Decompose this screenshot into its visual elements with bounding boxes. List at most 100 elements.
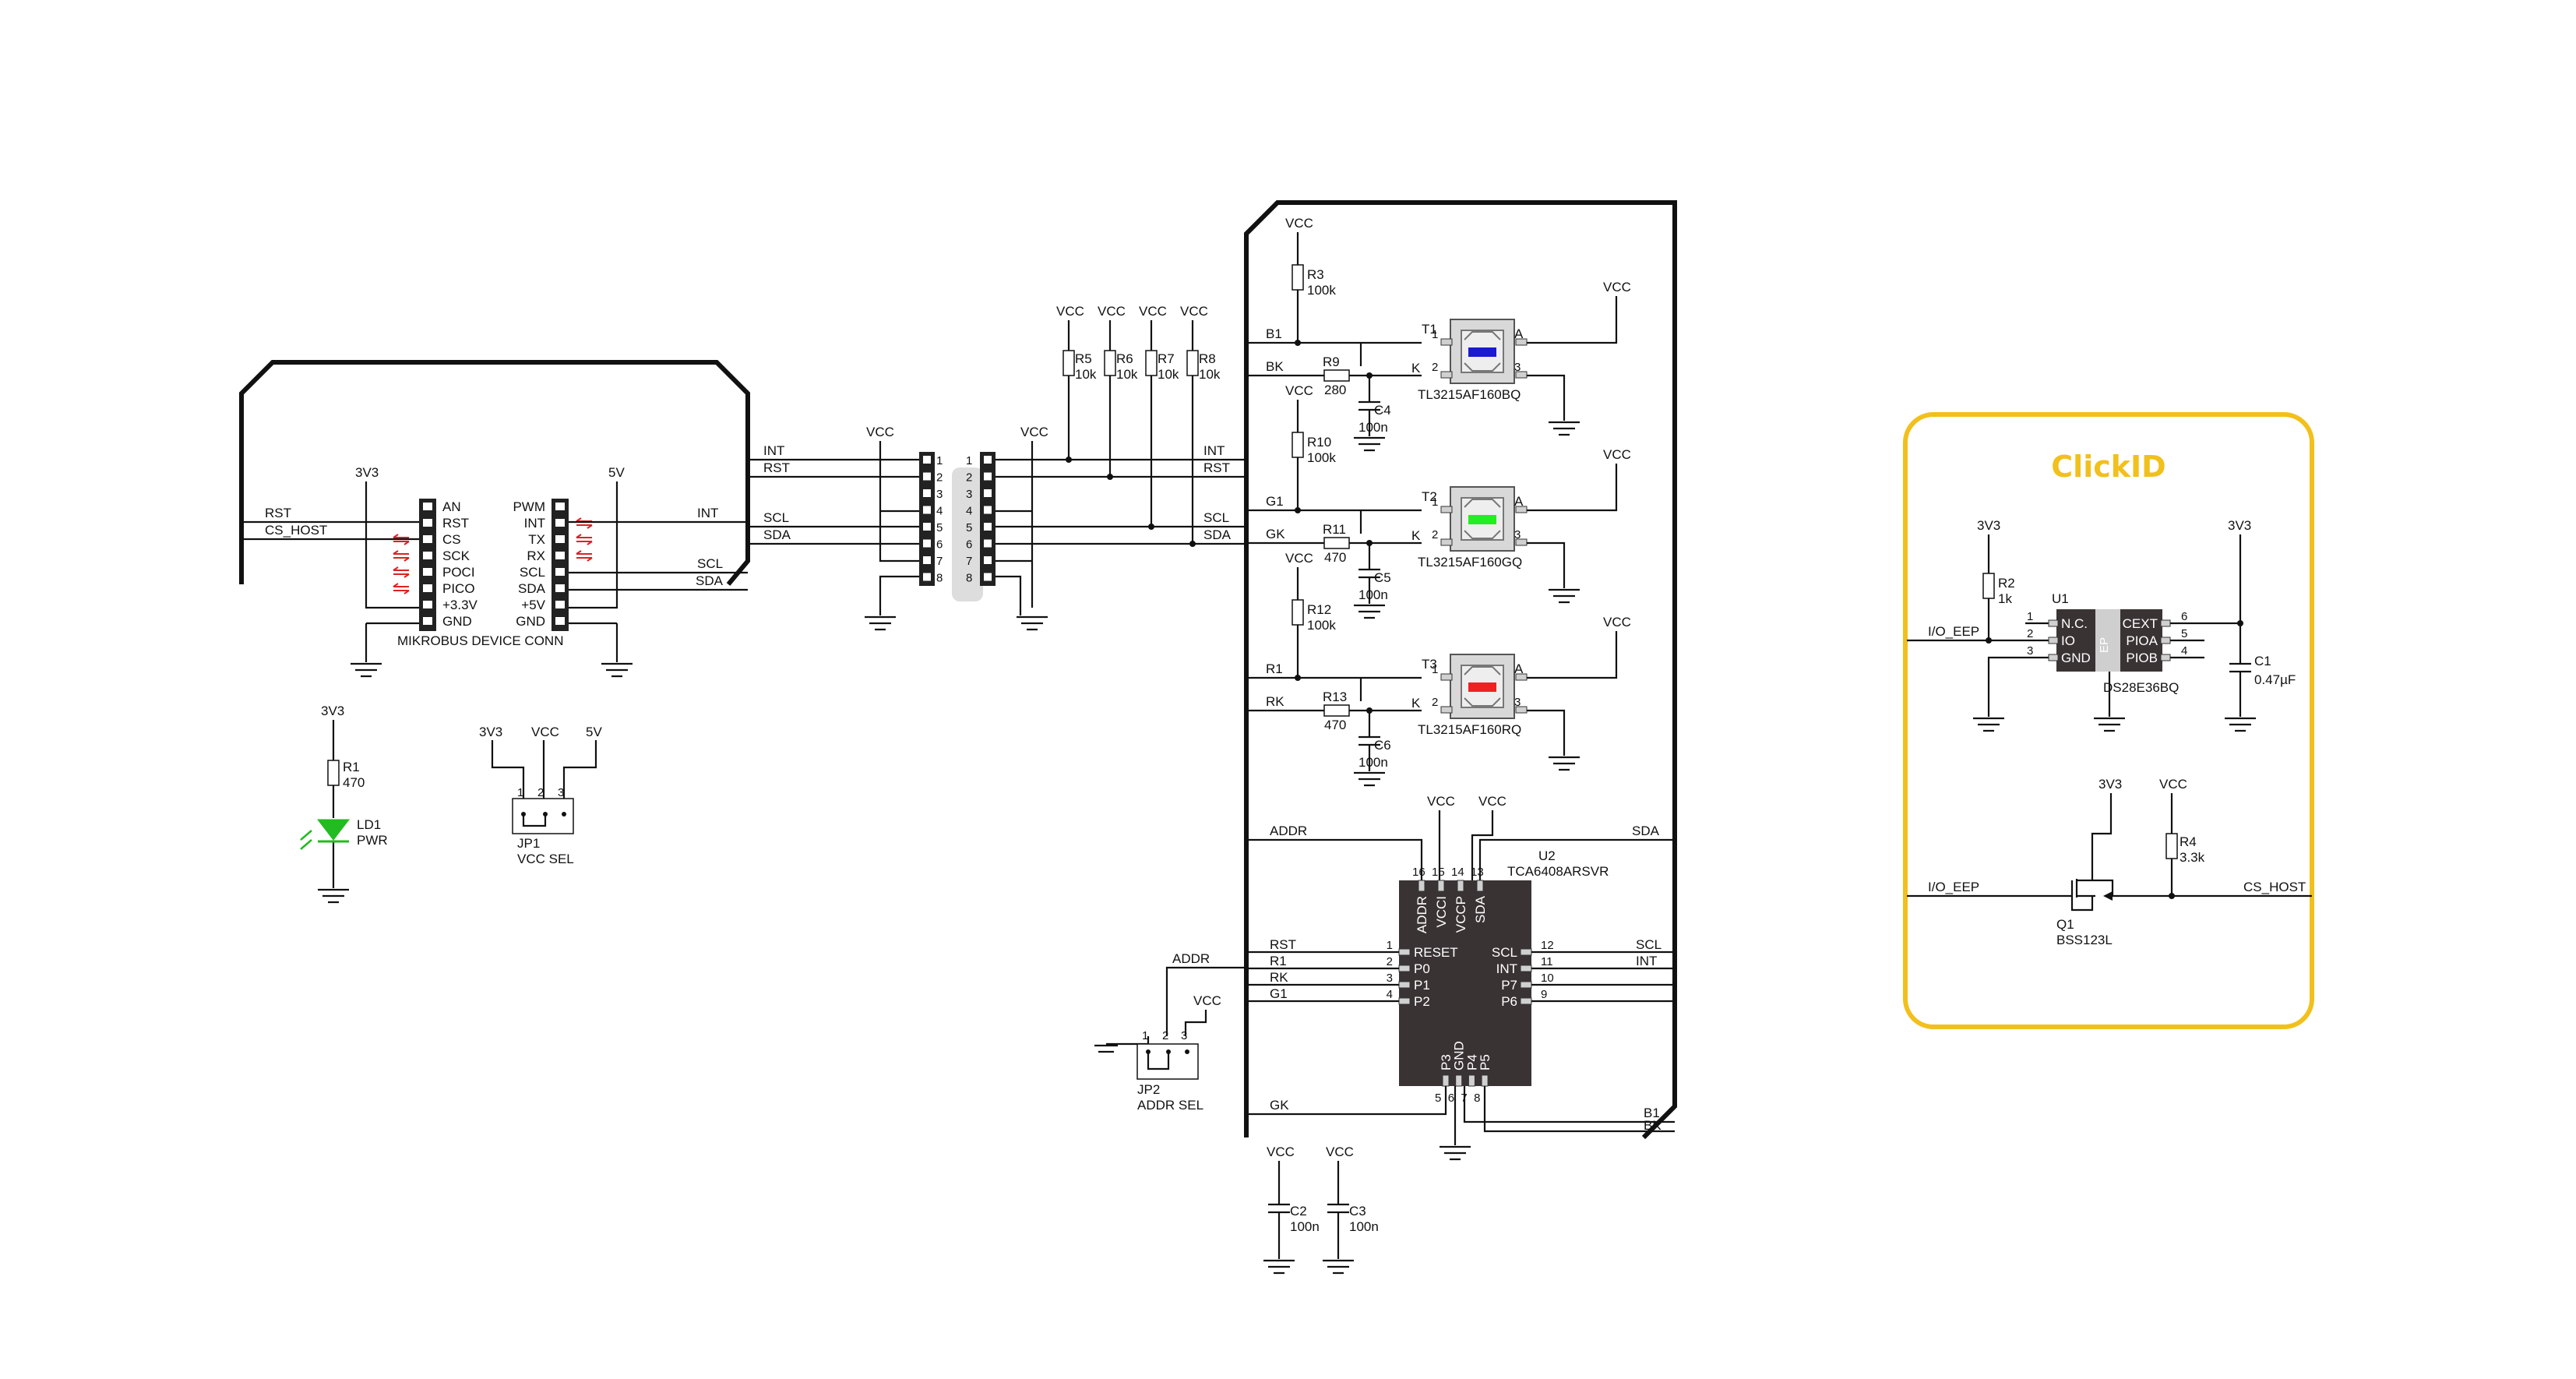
svg-text:2: 2	[1432, 361, 1438, 374]
svg-text:5: 5	[2181, 627, 2187, 640]
svg-text:6: 6	[1448, 1092, 1454, 1105]
c1-rail: 3V3	[2228, 518, 2251, 533]
q1-name: Q1	[2056, 917, 2074, 932]
jp2-vcc: VCC	[1193, 993, 1221, 1008]
net-cs-host: CS_HOST	[2243, 880, 2306, 894]
svg-text:R1: R1	[1266, 661, 1283, 676]
svg-text:11: 11	[1541, 955, 1553, 968]
svg-text:A: A	[1514, 494, 1524, 509]
resistor	[1323, 537, 1350, 549]
mikrobus-right-pin-label: SDA	[518, 581, 546, 596]
vcc-sel-rail-3: 5V	[586, 725, 602, 739]
svg-text:VCC: VCC	[1180, 304, 1208, 319]
resistor	[1292, 599, 1304, 626]
svg-text:C1: C1	[2254, 654, 2271, 668]
mikrobus-rail-3v3: 3V3	[355, 465, 379, 480]
ground-symbol	[2225, 717, 2256, 732]
svg-text:4: 4	[1387, 988, 1393, 1001]
svg-text:A: A	[1514, 661, 1524, 676]
r1-value: 470	[343, 775, 365, 790]
svg-text:GND: GND	[2061, 651, 2091, 665]
mosfet-icon	[2070, 879, 2114, 912]
svg-text:P2: P2	[1414, 994, 1430, 1009]
svg-text:13: 13	[1471, 866, 1484, 879]
svg-text:G1: G1	[1266, 494, 1284, 509]
connector-left-pin-num: 7	[936, 555, 943, 568]
svg-text:3: 3	[1514, 696, 1521, 709]
svg-text:R9: R9	[1323, 354, 1340, 369]
svg-text:100n: 100n	[1358, 755, 1388, 770]
svg-text:10: 10	[1541, 972, 1554, 985]
power-led-section: 3V3 R1 470 LD1 PWR	[300, 704, 388, 904]
r2-resistor	[1982, 573, 1995, 599]
header-pin	[423, 503, 432, 510]
u2-vcc-1: VCC	[1427, 794, 1455, 809]
direction-arrow-icon	[576, 550, 593, 562]
ground-symbol	[1549, 588, 1580, 604]
resistor	[1323, 369, 1350, 382]
power-led-rail: 3V3	[321, 704, 344, 718]
connector-right-pin-num: 1	[966, 454, 972, 467]
resistor	[1323, 704, 1350, 717]
net-cs-host-label: CS_HOST	[265, 523, 327, 538]
connector-pin	[923, 556, 931, 564]
svg-text:VCC: VCC	[1603, 447, 1631, 462]
net-scl-mb: SCL	[697, 556, 723, 571]
header-pin	[555, 584, 565, 592]
u1-name: U1	[2052, 591, 2069, 606]
svg-text:INT: INT	[1636, 954, 1657, 968]
net-io-eep-2: I/O_EEP	[1928, 880, 1979, 894]
resistor	[1292, 432, 1304, 458]
svg-text:EP: EP	[2098, 637, 2111, 653]
svg-text:8: 8	[1474, 1092, 1480, 1105]
svg-text:SDA: SDA	[1203, 527, 1232, 542]
jp1-name: JP1	[517, 836, 540, 851]
mikrobus-right-pin-label: RX	[527, 548, 545, 563]
svg-text:3: 3	[1514, 361, 1521, 374]
direction-arrow-icon	[393, 550, 410, 562]
connector-pin	[984, 489, 992, 497]
resistor	[1062, 350, 1075, 376]
svg-text:100k: 100k	[1307, 618, 1336, 633]
svg-text:1k: 1k	[1998, 591, 2012, 606]
svg-text:PIOB: PIOB	[2126, 651, 2158, 665]
connector-pin	[923, 523, 931, 531]
connector-pin	[923, 472, 931, 481]
mikrobus-left-header	[419, 499, 436, 631]
svg-text:VCC: VCC	[1139, 304, 1167, 319]
mikrobus-left-pin-label: SCK	[442, 548, 470, 563]
svg-text:6: 6	[2181, 610, 2187, 623]
conn-vcc-left: VCC	[866, 425, 894, 439]
led-emission-icon	[300, 830, 312, 850]
connector-right-pin-num: 5	[966, 521, 972, 534]
header-pin	[423, 584, 432, 592]
switch-led-icon	[1468, 347, 1496, 357]
mikrobus-right-pin-label: SCL	[520, 565, 545, 580]
svg-text:1: 1	[1387, 939, 1393, 952]
io-expander-section: VCC VCC ADDR SDA 16ADDR15VCCI14VCCP13SDA…	[1246, 794, 1675, 1161]
q1-rail: 3V3	[2099, 777, 2122, 792]
mikrobus-left-pin-label: +3.3V	[442, 598, 478, 612]
svg-text:15: 15	[1432, 866, 1445, 879]
connector-right-pin-num: 7	[966, 555, 972, 568]
svg-text:C4: C4	[1374, 403, 1391, 418]
svg-text:VCC: VCC	[1326, 1144, 1354, 1159]
connector-right-pin-num: 4	[966, 505, 972, 518]
connector-left-pin-num: 2	[936, 471, 943, 485]
net-io-eep: I/O_EEP	[1928, 624, 1979, 639]
mikrobus-left-pin-label: GND	[442, 614, 472, 629]
svg-text:VCC: VCC	[1285, 383, 1313, 398]
connector-pin	[984, 523, 992, 531]
net-gk-u2: GK	[1270, 1098, 1289, 1113]
svg-text:RK: RK	[1270, 970, 1288, 985]
connector-pin	[923, 539, 931, 548]
connector-left-pin-num: 4	[936, 505, 943, 518]
svg-text:2: 2	[1162, 1029, 1168, 1042]
